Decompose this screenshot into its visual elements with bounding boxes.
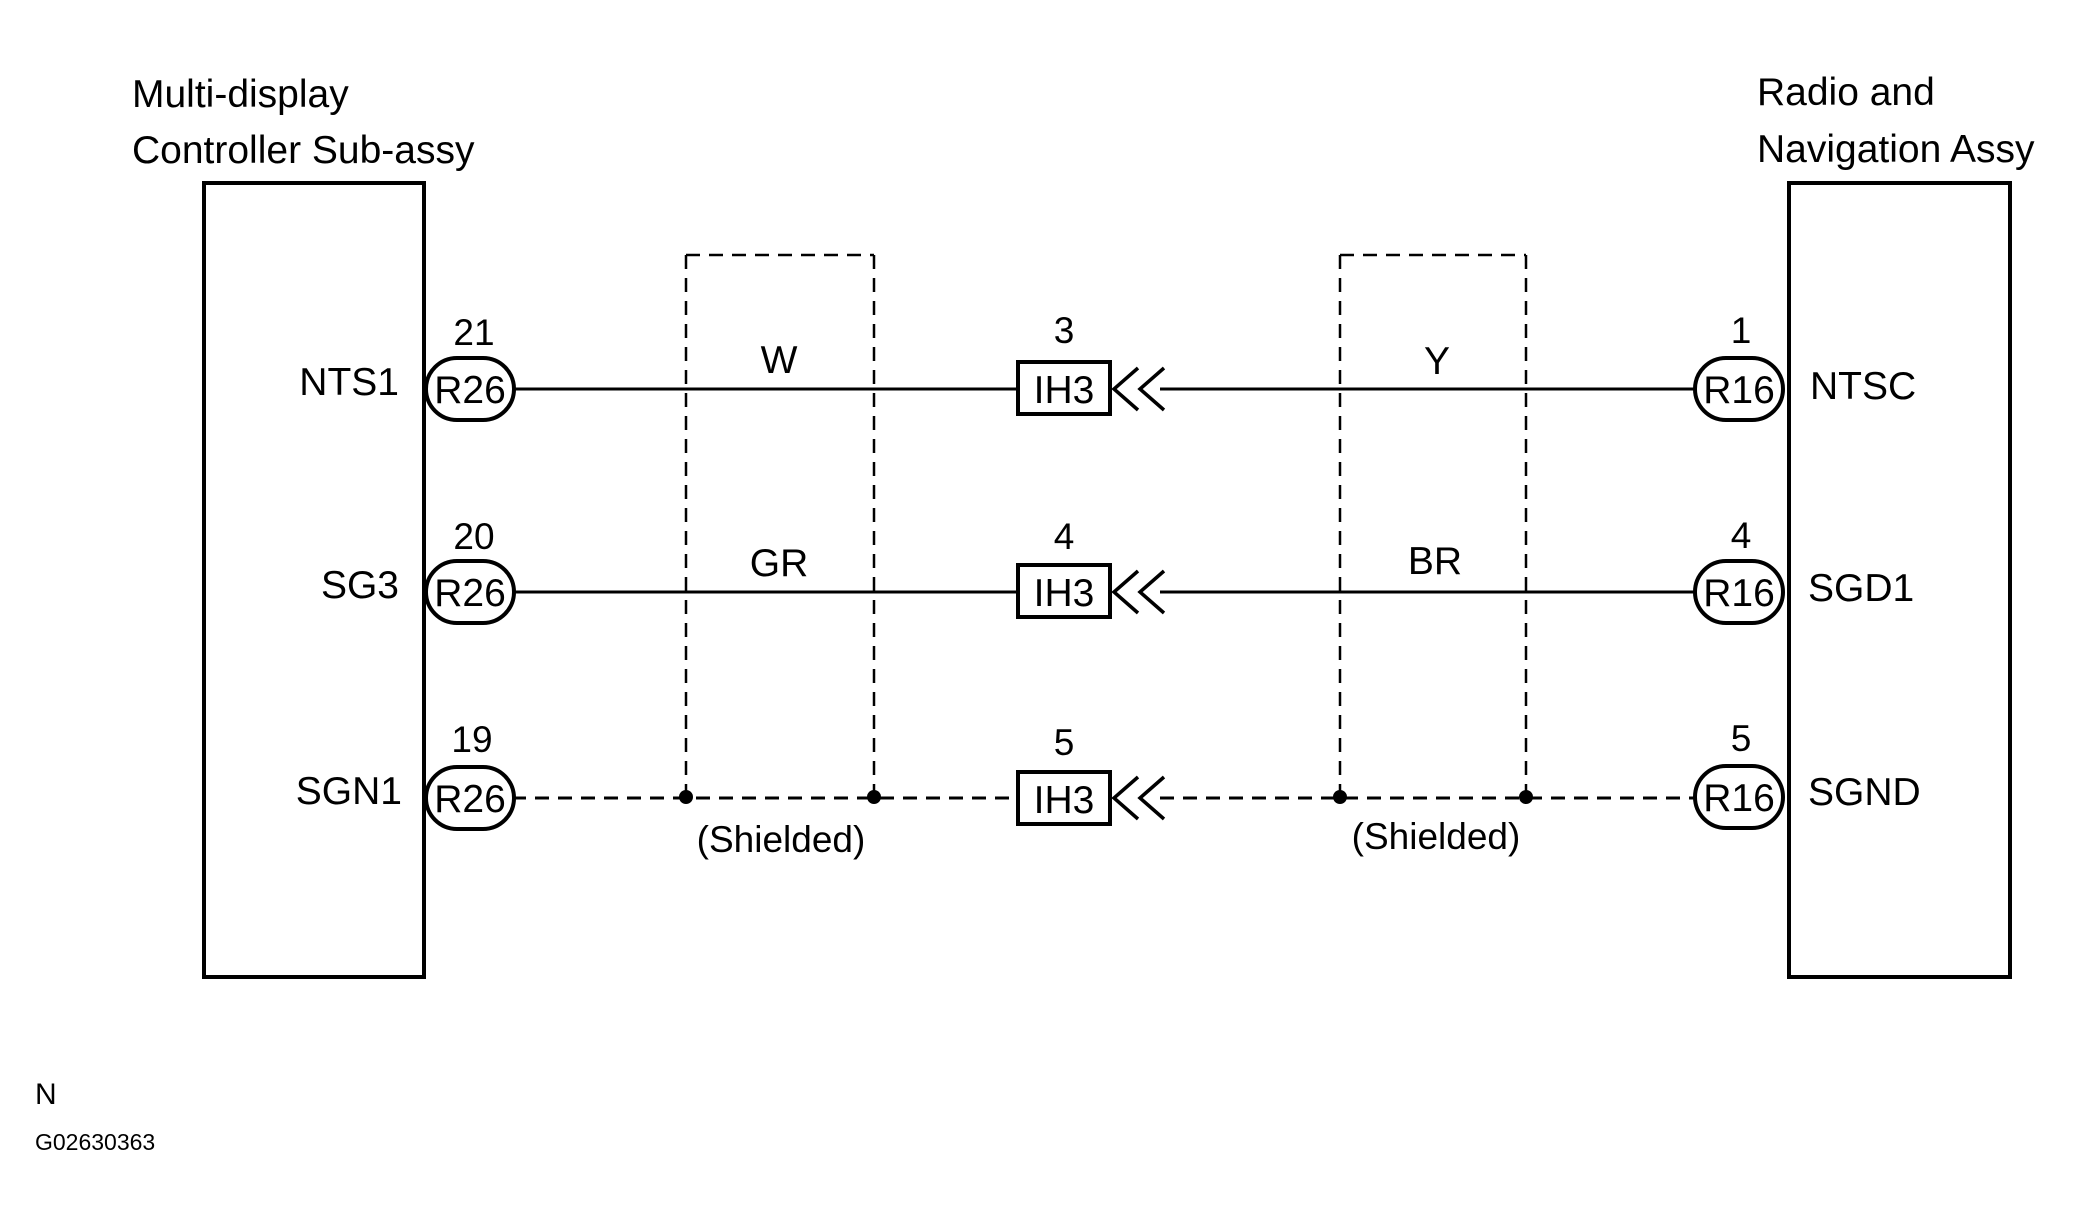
shield-box-left	[684, 253, 876, 797]
wire-color-label: GR	[750, 542, 809, 585]
wire-color-label: Y	[1424, 340, 1450, 383]
junction-pin-number: 3	[1054, 310, 1075, 351]
right-pin-number: 5	[1731, 718, 1752, 759]
right-connector-row3: R16	[1693, 764, 1785, 830]
right-connector-label: R16	[1703, 777, 1775, 820]
wire-color-label: W	[761, 339, 798, 382]
right-component-title-line1: Radio and	[1757, 71, 1935, 114]
footer-code: N	[35, 1078, 57, 1111]
left-terminal-label: NTS1	[299, 361, 399, 404]
radio-navigation-box	[1787, 181, 2012, 979]
right-terminal-label: SGD1	[1808, 567, 1914, 610]
figure-id: G02630363	[35, 1129, 155, 1155]
shield-junction-dot	[679, 790, 693, 804]
shield-box-right	[1338, 253, 1528, 797]
junction-connector-row3: IH3	[1016, 770, 1166, 826]
shield-junction-dot	[867, 790, 881, 804]
right-terminal-label: NTSC	[1810, 365, 1916, 408]
left-component-title-line2: Controller Sub-assy	[132, 129, 475, 172]
left-terminal-label: SG3	[321, 564, 399, 607]
left-component-title-line1: Multi-display	[132, 73, 349, 116]
shield-junction-dot	[1333, 790, 1347, 804]
junction-connector-row2: IH3	[1016, 563, 1166, 619]
junction-connector-label: IH3	[1034, 779, 1095, 822]
left-connector-label: R26	[434, 572, 506, 615]
right-connector-row1: R16	[1693, 356, 1785, 422]
left-connector-label: R26	[434, 369, 506, 412]
junction-connector-label: IH3	[1034, 572, 1095, 615]
left-connector-row1: R26	[424, 356, 516, 422]
shielded-label: (Shielded)	[1352, 816, 1521, 857]
shield-junction-dot	[1519, 790, 1533, 804]
junction-pin-number: 4	[1054, 516, 1075, 557]
left-terminal-label: SGN1	[296, 770, 402, 813]
left-pin-number: 21	[453, 312, 494, 353]
right-component-title-line2: Navigation Assy	[1757, 128, 2035, 171]
junction-connector-row1: IH3	[1016, 360, 1166, 416]
left-pin-number: 19	[451, 719, 492, 760]
left-connector-row3: R26	[424, 765, 516, 831]
right-terminal-label: SGND	[1808, 771, 1921, 814]
wire-color-label: BR	[1408, 540, 1462, 583]
shielded-label: (Shielded)	[697, 819, 866, 860]
right-pin-number: 4	[1731, 515, 1752, 556]
right-connector-row2: R16	[1693, 559, 1785, 625]
left-connector-label: R26	[434, 778, 506, 821]
junction-connector-label: IH3	[1034, 369, 1095, 412]
junction-pin-number: 5	[1054, 722, 1075, 763]
left-connector-row2: R26	[424, 559, 516, 625]
multi-display-controller-box	[202, 181, 426, 979]
right-connector-label: R16	[1703, 369, 1775, 412]
right-pin-number: 1	[1731, 310, 1752, 351]
left-pin-number: 20	[453, 516, 494, 557]
right-connector-label: R16	[1703, 572, 1775, 615]
